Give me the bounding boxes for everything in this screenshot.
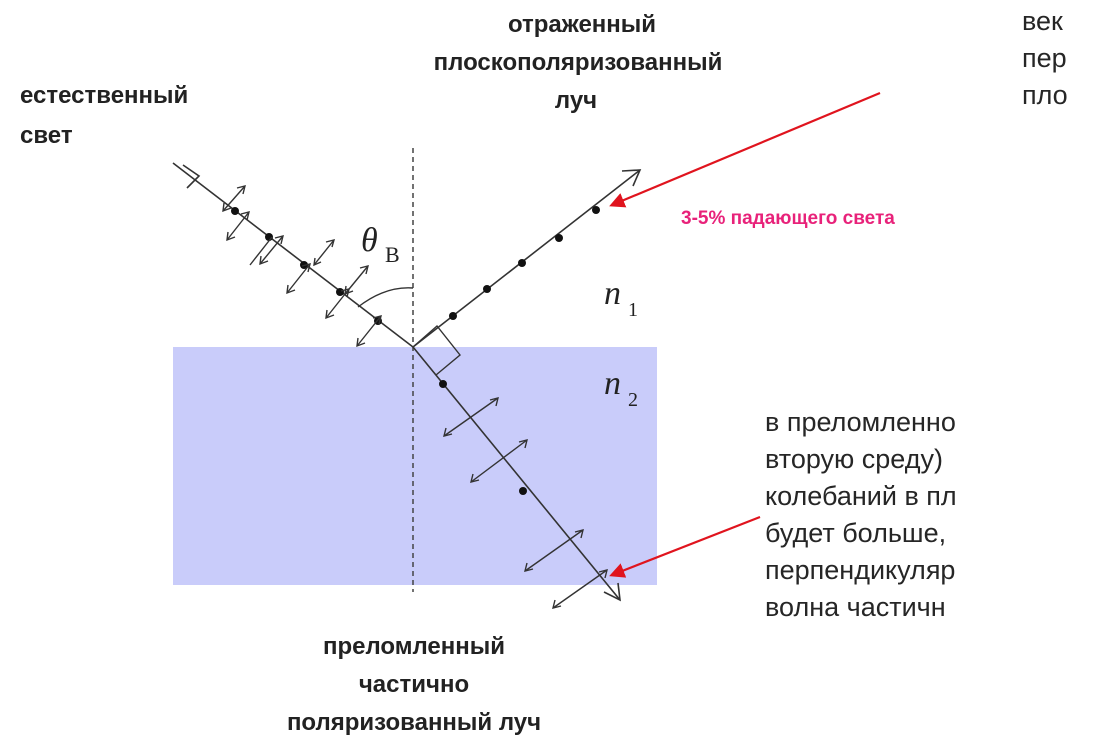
incident-ray — [172, 162, 414, 348]
n2-label: n 2 — [604, 365, 638, 411]
right-angle-marker — [412, 324, 461, 376]
text-right-bottom-line-6: волна частичн — [765, 592, 946, 622]
svg-text:1: 1 — [628, 299, 638, 321]
natural-light-label: естественный свет — [20, 76, 188, 156]
text-right-top-line-1: век — [1022, 6, 1063, 36]
refracted-ray-line-2: частично — [358, 671, 470, 698]
angle-label: θ B — [361, 222, 400, 267]
natural-light-line-1: естественный — [20, 82, 189, 109]
refracted-dots — [439, 380, 527, 495]
reflected-ray-line-1: отраженный — [507, 11, 657, 38]
text-right-bottom-line-5: перпендикуляр — [765, 555, 956, 585]
text-right-bottom-line-4: будет больше, — [765, 518, 947, 548]
svg-text:n: n — [604, 275, 621, 312]
svg-text:n: n — [604, 365, 621, 402]
reflected-ray-line-2: плоскополяризованный — [433, 49, 723, 76]
refracted-ray — [412, 346, 621, 602]
text-right-top-line-2: пер — [1022, 43, 1067, 73]
svg-text:2: 2 — [628, 389, 638, 411]
text-right-top-line-3: пло — [1022, 80, 1068, 110]
reflected-ray-line-3: луч — [554, 87, 598, 114]
incident-p-arrows — [222, 185, 382, 348]
refracted-ray-line-3: поляризованный луч — [286, 709, 542, 736]
reflected-ray-label: отраженный плоскополяризованный луч — [380, 6, 900, 120]
svg-text:θ: θ — [361, 222, 378, 259]
angle-arc — [357, 287, 414, 308]
text-right-top: век пер пло — [1022, 3, 1068, 114]
svg-text:B: B — [385, 242, 400, 267]
text-right-bottom: в преломленно вторую среду) колебаний в … — [765, 404, 957, 626]
refracted-ray-line-1: преломленный — [322, 633, 506, 660]
refracted-ray-label: преломленный частично поляризованный луч — [160, 628, 670, 742]
refracted-p-arrows — [443, 397, 608, 609]
natural-light-line-2: свет — [20, 122, 73, 149]
text-right-bottom-line-1: в преломленно — [765, 407, 956, 437]
pointer-arrow-reflected — [609, 91, 881, 208]
reflected-dots — [449, 206, 600, 320]
text-right-bottom-line-3: колебаний в пл — [765, 481, 957, 511]
reflected-ray — [412, 169, 642, 348]
second-medium-region — [173, 347, 657, 585]
text-right-bottom-line-2: вторую среду) — [765, 444, 943, 474]
percent-note: 3-5% падающего света — [681, 208, 895, 229]
pointer-arrow-refracted — [609, 515, 761, 578]
n1-label: n 1 — [604, 275, 638, 321]
